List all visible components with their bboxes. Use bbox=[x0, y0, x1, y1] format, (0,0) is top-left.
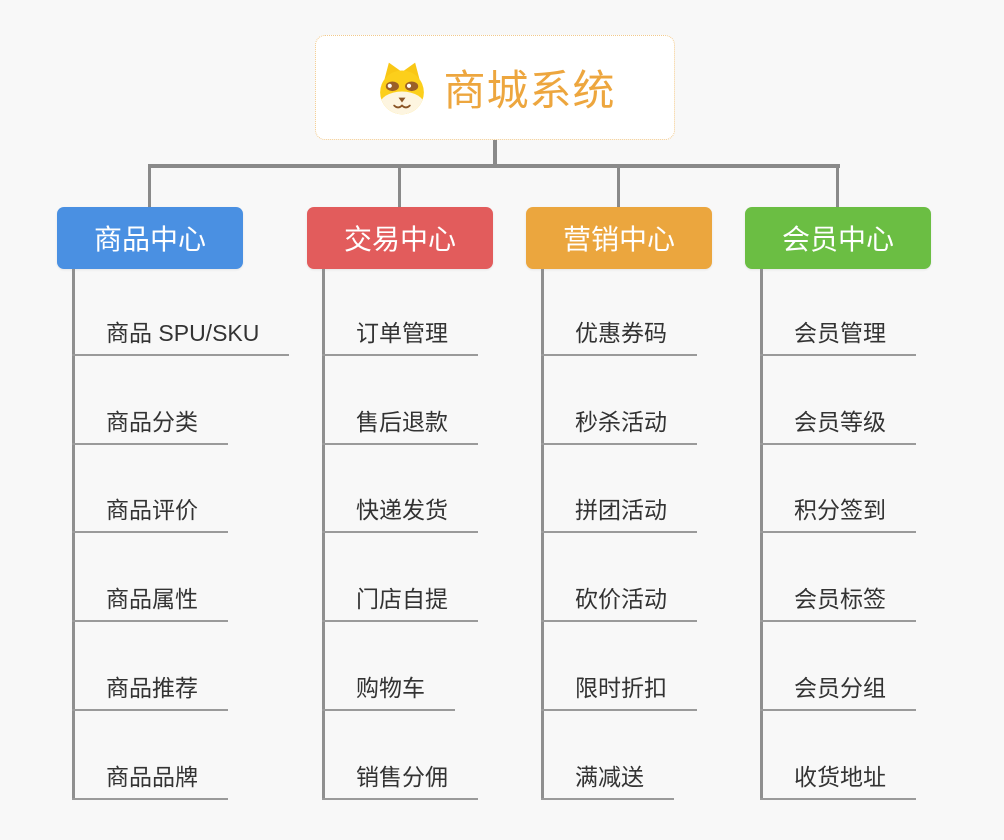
branch-spine bbox=[760, 269, 763, 800]
branch-connector bbox=[617, 166, 620, 207]
leaf-node[interactable]: 积分签到 bbox=[760, 495, 916, 533]
leaf-node[interactable]: 会员管理 bbox=[760, 318, 916, 356]
leaf-node[interactable]: 购物车 bbox=[322, 673, 455, 711]
branch-marketing: 营销中心 优惠券码 秒杀活动 拼团活动 砍价活动 限时折扣 满减送 bbox=[526, 207, 786, 817]
branch-spine bbox=[541, 269, 544, 800]
branch-trade: 交易中心 订单管理 售后退款 快递发货 门店自提 购物车 销售分佣 bbox=[307, 207, 567, 817]
branch-connector bbox=[148, 166, 151, 207]
leaf-node[interactable]: 售后退款 bbox=[322, 407, 478, 445]
trunk-connector bbox=[493, 140, 497, 166]
leaf-node[interactable]: 拼团活动 bbox=[541, 495, 697, 533]
branch-header[interactable]: 会员中心 bbox=[745, 207, 931, 269]
leaf-node[interactable]: 门店自提 bbox=[322, 584, 478, 622]
leaf-node[interactable]: 商品分类 bbox=[72, 407, 228, 445]
leaf-node[interactable]: 收货地址 bbox=[760, 762, 916, 800]
leaf-node[interactable]: 满减送 bbox=[541, 762, 674, 800]
root-node[interactable]: 商城系统 bbox=[315, 35, 675, 140]
leaf-node[interactable]: 商品属性 bbox=[72, 584, 228, 622]
branch-products: 商品中心 商品 SPU/SKU 商品分类 商品评价 商品属性 商品推荐 商品品牌 bbox=[57, 207, 317, 817]
leaf-node[interactable]: 商品 SPU/SKU bbox=[72, 318, 290, 356]
leaf-node[interactable]: 商品品牌 bbox=[72, 762, 228, 800]
leaf-node[interactable]: 订单管理 bbox=[322, 318, 478, 356]
leaf-node[interactable]: 快递发货 bbox=[322, 495, 478, 533]
leaf-node[interactable]: 会员等级 bbox=[760, 407, 916, 445]
root-title: 商城系统 bbox=[443, 67, 616, 114]
horizontal-connector bbox=[148, 164, 840, 168]
leaf-node[interactable]: 秒杀活动 bbox=[541, 407, 697, 445]
branch-spine bbox=[322, 269, 325, 800]
dog-face-icon bbox=[380, 62, 425, 114]
branch-header[interactable]: 商品中心 bbox=[57, 207, 243, 269]
leaf-node[interactable]: 优惠券码 bbox=[541, 318, 697, 356]
leaf-node[interactable]: 限时折扣 bbox=[541, 673, 697, 711]
branch-members: 会员中心 会员管理 会员等级 积分签到 会员标签 会员分组 收货地址 bbox=[745, 207, 1004, 817]
leaf-node[interactable]: 商品评价 bbox=[72, 495, 228, 533]
branch-connector bbox=[398, 166, 401, 207]
leaf-node[interactable]: 销售分佣 bbox=[322, 762, 478, 800]
branch-spine bbox=[72, 269, 75, 800]
leaf-node[interactable]: 砍价活动 bbox=[541, 584, 697, 622]
branch-connector bbox=[836, 166, 839, 207]
branch-header[interactable]: 交易中心 bbox=[307, 207, 493, 269]
branch-header[interactable]: 营销中心 bbox=[526, 207, 712, 269]
leaf-node[interactable]: 会员标签 bbox=[760, 584, 916, 622]
leaf-node[interactable]: 商品推荐 bbox=[72, 673, 228, 711]
leaf-node[interactable]: 会员分组 bbox=[760, 673, 916, 711]
